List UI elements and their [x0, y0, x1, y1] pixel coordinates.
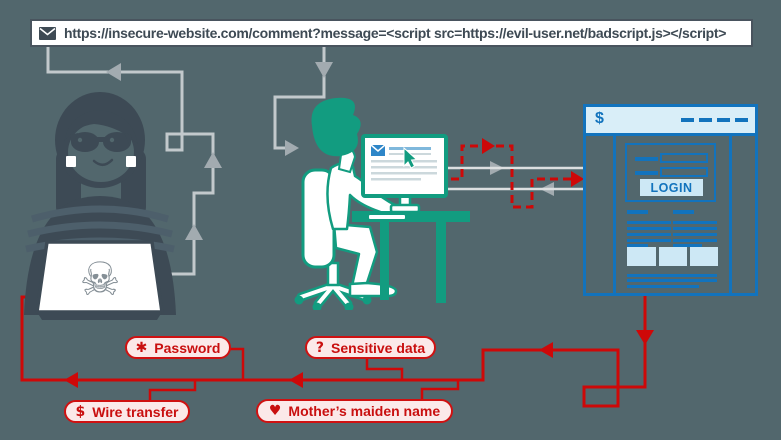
text-heading — [627, 210, 648, 214]
red-arrowheads — [64, 330, 654, 388]
attacker-laptop-base — [37, 312, 162, 320]
text-line — [627, 279, 717, 282]
attacker-smile — [92, 158, 114, 166]
text-heading — [673, 210, 694, 214]
pill-label: Sensitive data — [330, 339, 426, 356]
text-line — [673, 221, 717, 224]
victim-hair — [311, 97, 361, 157]
text-line — [627, 221, 671, 224]
text-line — [673, 244, 702, 247]
browser-window: $ LOGIN — [583, 104, 758, 296]
malicious-script-line — [438, 144, 576, 209]
pill-password: ✱ Password — [125, 336, 231, 359]
cursor-icon — [403, 146, 418, 169]
menu-dashes-icon[interactable] — [681, 118, 748, 122]
url-bar[interactable]: https://insecure-website.com/comment?mes… — [30, 19, 753, 47]
malicious-script-arrowheads — [482, 138, 584, 187]
text-line — [627, 227, 671, 230]
image-placeholder — [627, 247, 656, 266]
text-line — [627, 244, 648, 247]
username-field[interactable] — [660, 153, 708, 163]
text-line — [627, 274, 717, 277]
right-sidebar-divider — [729, 136, 732, 293]
skull-icon: ☠ — [79, 252, 120, 306]
pill-wire-transfer: $ Wire transfer — [64, 400, 190, 423]
attacker-glasses — [70, 132, 132, 152]
envelope-icon — [39, 26, 56, 40]
victim-legs — [332, 222, 379, 288]
gray-arrowheads — [106, 62, 554, 240]
pill-label: Mother’s maiden name — [288, 403, 441, 419]
form-label — [635, 171, 658, 175]
url-to-victim-line — [273, 47, 326, 150]
heart-icon: ♥ — [268, 403, 282, 419]
password-field[interactable] — [660, 167, 708, 177]
pill-label: Wire transfer — [92, 403, 179, 420]
question-icon: ? — [315, 339, 324, 356]
stolen-data-line — [20, 295, 647, 408]
pill-sensitive-data: ? Sensitive data — [305, 336, 436, 359]
text-line — [673, 227, 717, 230]
dollar-icon: $ — [75, 403, 86, 420]
attacker-to-url-line — [46, 47, 215, 276]
monitor-screen-content — [370, 144, 437, 181]
malicious-url-text: https://insecure-website.com/comment?mes… — [64, 25, 727, 41]
pill-connectors — [148, 347, 460, 400]
browser-header: $ — [586, 107, 755, 136]
text-line — [627, 239, 671, 242]
dollar-logo: $ — [595, 110, 604, 127]
keyboard — [367, 213, 407, 221]
text-line — [627, 233, 671, 236]
login-form: LOGIN — [625, 143, 716, 202]
asterisk-icon: ✱ — [135, 339, 148, 356]
left-sidebar-divider — [613, 136, 616, 293]
pill-mothers-maiden-name: ♥ Mother’s maiden name — [256, 399, 453, 423]
pill-label: Password — [154, 339, 221, 356]
desk — [352, 211, 470, 303]
attacker-fringe — [64, 110, 138, 144]
form-label — [635, 157, 658, 161]
text-line — [627, 285, 699, 288]
victim-shoe — [348, 281, 398, 298]
attacker-earrings — [66, 156, 136, 167]
victim-figure — [294, 97, 470, 310]
login-button[interactable]: LOGIN — [640, 179, 703, 196]
monitor — [361, 134, 448, 214]
attacker-figure: ☠ — [24, 92, 176, 320]
image-placeholder — [690, 247, 718, 266]
request-response-lines — [446, 166, 583, 191]
text-line — [673, 233, 717, 236]
text-line — [673, 239, 717, 242]
image-placeholder — [659, 247, 687, 266]
